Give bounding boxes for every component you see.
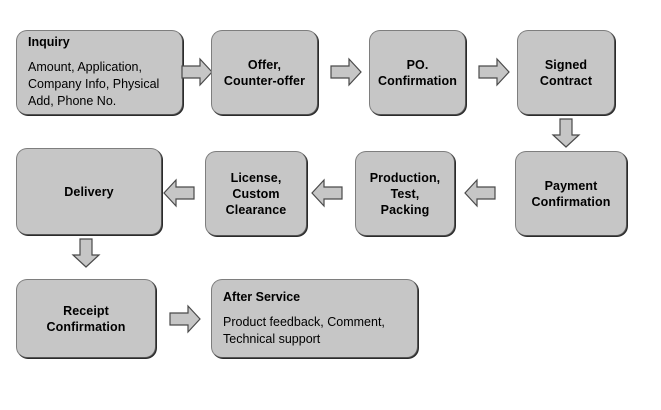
node-production-test-packing[interactable]: Production, Test, Packing: [355, 151, 455, 236]
arrow-delivery-to-receipt: [71, 238, 101, 268]
node-delivery-title: Delivery: [64, 184, 114, 199]
node-signed-contract[interactable]: Signed Contract: [517, 30, 615, 115]
node-production-test-packing-title: Production, Test, Packing: [369, 170, 441, 217]
arrow-receipt-to-after-service: [169, 304, 201, 334]
node-after-service[interactable]: After Service Product feedback, Comment,…: [211, 279, 418, 358]
node-receipt-confirmation-title: Receipt Confirmation: [46, 303, 126, 334]
arrow-contract-to-payment: [551, 118, 581, 148]
node-after-service-title: After Service: [223, 289, 301, 304]
node-po-confirmation-title: PO. Confirmation: [378, 57, 457, 88]
arrow-production-to-license: [311, 178, 343, 208]
arrow-inquiry-to-offer: [181, 57, 213, 87]
node-po-confirmation[interactable]: PO. Confirmation: [369, 30, 466, 115]
node-after-service-body: Product feedback, Comment, Technical sup…: [223, 314, 385, 346]
node-license-custom-clearance-title: License, Custom Clearance: [225, 170, 287, 217]
node-offer-title: Offer, Counter-offer: [223, 57, 306, 88]
node-inquiry-title: Inquiry: [28, 35, 70, 49]
node-inquiry-body: Amount, Application, Company Info, Physi…: [28, 60, 160, 108]
node-license-custom-clearance[interactable]: License, Custom Clearance: [205, 151, 307, 236]
node-signed-contract-title: Signed Contract: [539, 57, 593, 88]
node-receipt-confirmation[interactable]: Receipt Confirmation: [16, 279, 156, 358]
arrow-payment-to-production: [464, 178, 496, 208]
arrow-license-to-delivery: [163, 178, 195, 208]
node-offer[interactable]: Offer, Counter-offer: [211, 30, 318, 115]
node-inquiry[interactable]: Inquiry Amount, Application, Company Inf…: [16, 30, 183, 115]
node-payment-confirmation-title: Payment Confirmation: [531, 178, 611, 209]
node-delivery[interactable]: Delivery: [16, 148, 162, 235]
arrow-offer-to-po: [330, 57, 362, 87]
node-payment-confirmation[interactable]: Payment Confirmation: [515, 151, 627, 236]
arrow-po-to-contract: [478, 57, 510, 87]
